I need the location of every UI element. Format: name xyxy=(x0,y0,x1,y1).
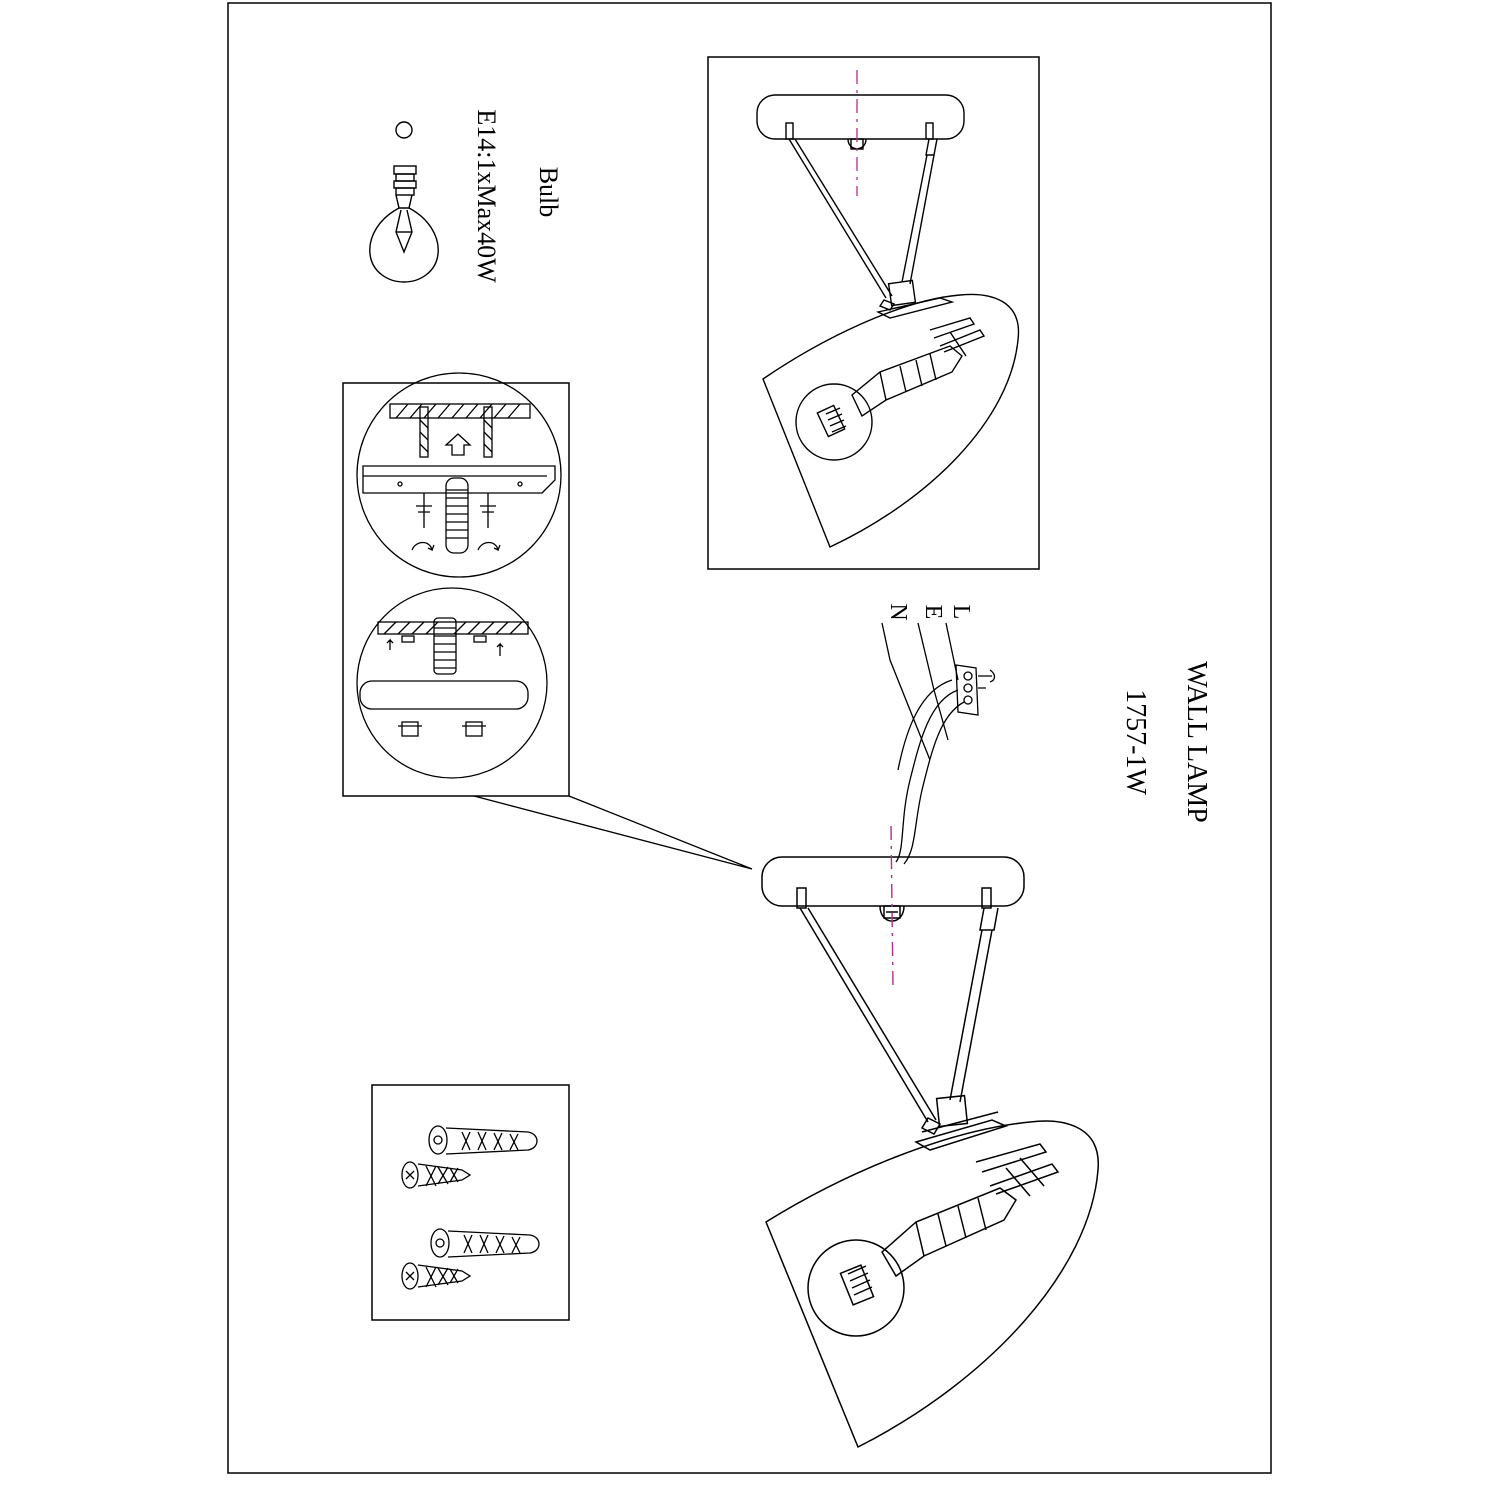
mounting-detail-top xyxy=(356,372,562,578)
product-title: WALL LAMP xyxy=(1181,661,1212,823)
page-frame xyxy=(227,2,1272,1474)
mounting-detail-frame xyxy=(342,382,570,797)
centerline-main xyxy=(890,825,894,989)
bulb-spec: E14:1xMax40W xyxy=(472,109,501,283)
bulb-icon xyxy=(369,121,439,283)
lamp-view-small xyxy=(756,94,1020,548)
mounting-detail-bottom xyxy=(356,587,548,779)
lamp-main xyxy=(761,856,1099,1449)
wire-label-l: L xyxy=(948,605,974,620)
bulb-section: Bulb E14:1xMax40W xyxy=(369,109,563,283)
hardware-parts xyxy=(401,1125,540,1290)
wiring: L E N xyxy=(881,603,996,865)
bulb-label: Bulb xyxy=(534,167,563,218)
hardware-frame xyxy=(371,1084,570,1321)
wire-label-n: N xyxy=(885,603,911,620)
wire-label-e: E xyxy=(920,605,946,620)
lamp-view-frame xyxy=(707,56,1040,570)
product-model: 1757-1W xyxy=(1120,689,1151,795)
detail-callout-leader xyxy=(473,795,753,870)
